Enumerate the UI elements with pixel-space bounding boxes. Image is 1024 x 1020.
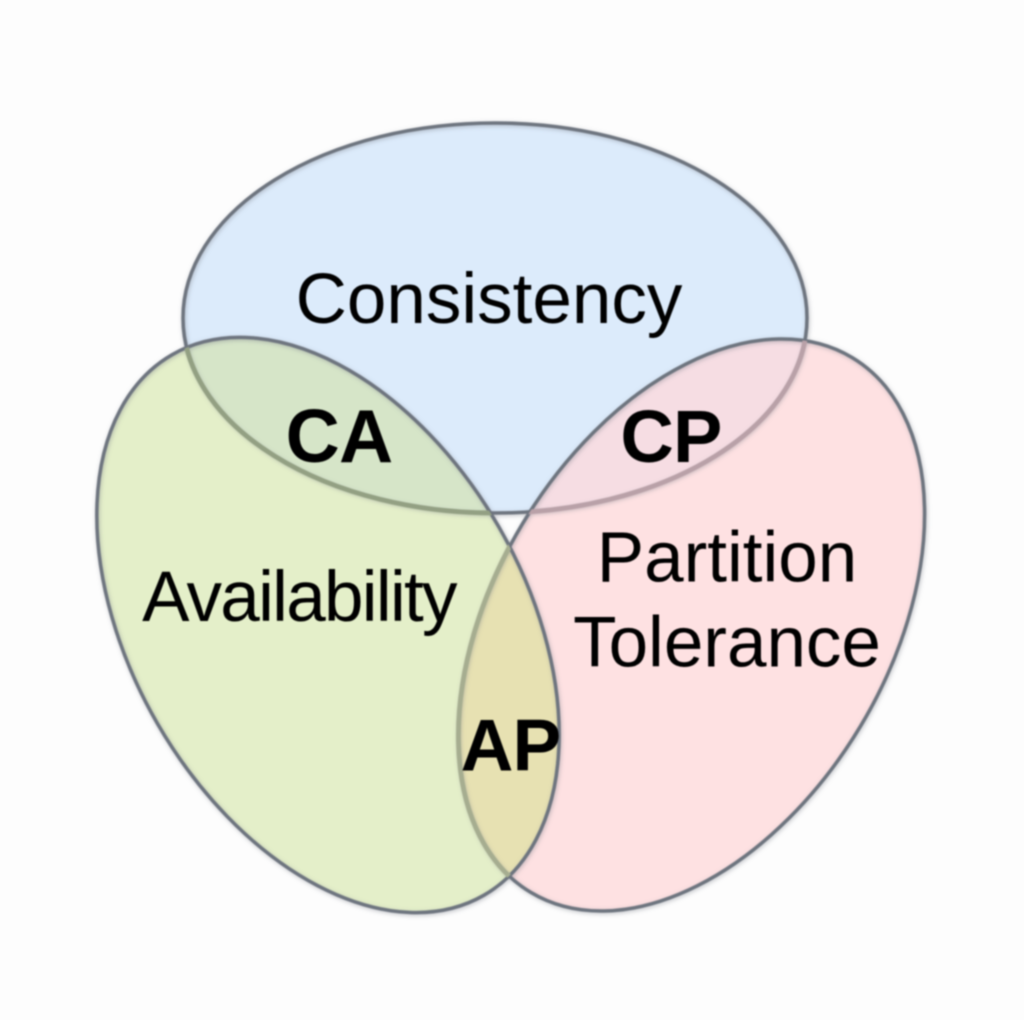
svg-text:AP: AP [461, 706, 561, 787]
svg-text:Availability: Availability [142, 558, 458, 637]
svg-text:CA: CA [286, 394, 393, 478]
svg-text:Consistency: Consistency [296, 260, 683, 339]
svg-text:CP: CP [620, 395, 721, 478]
svg-text:Tolerance: Tolerance [573, 604, 881, 683]
svg-text:Partition: Partition [597, 519, 857, 598]
